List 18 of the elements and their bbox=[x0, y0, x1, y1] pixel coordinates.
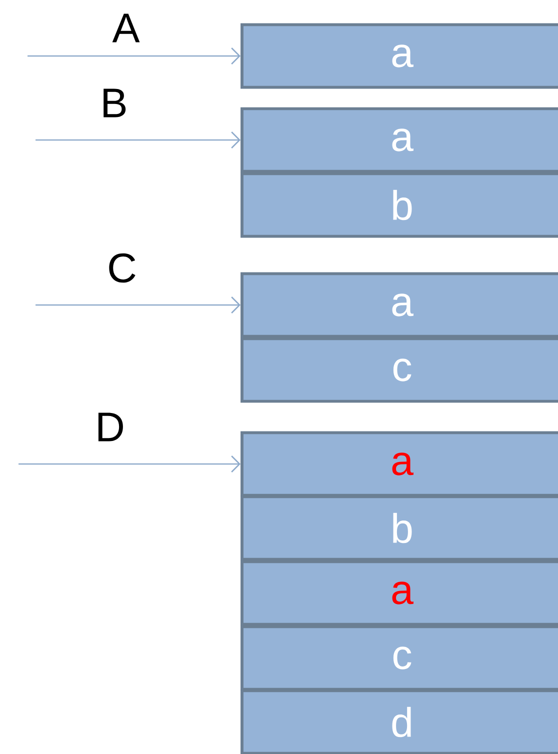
arrow bbox=[36, 296, 241, 314]
stack-box: b bbox=[240, 172, 558, 238]
stack-box: c bbox=[240, 337, 558, 403]
stack-box: c bbox=[240, 625, 558, 691]
arrow bbox=[28, 48, 241, 64]
arrow bbox=[18, 456, 241, 472]
stack-box: a bbox=[240, 107, 558, 173]
stack-box: d bbox=[240, 689, 558, 754]
stack-box: a bbox=[240, 23, 558, 89]
edge-label: B bbox=[104, 88, 126, 118]
arrow bbox=[36, 132, 241, 148]
stack-box: a bbox=[240, 560, 558, 626]
stack-box: a bbox=[240, 431, 558, 497]
stack-box: a bbox=[240, 272, 558, 338]
edge-label: C bbox=[109, 253, 136, 283]
stack-box: b bbox=[240, 495, 558, 561]
edge-label: A bbox=[112, 14, 140, 42]
edge-label: D bbox=[98, 412, 123, 442]
